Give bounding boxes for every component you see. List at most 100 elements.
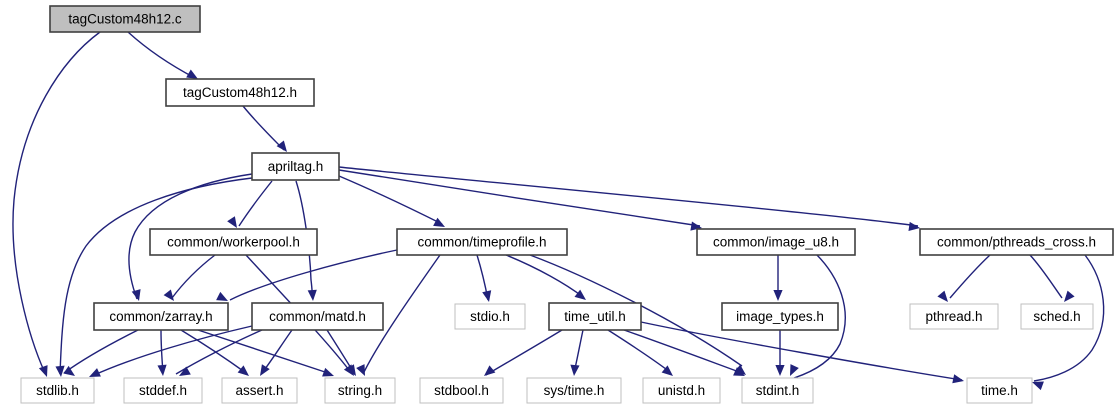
node-string_h[interactable]: string.h bbox=[324, 377, 396, 404]
node-box-stdlib_h[interactable] bbox=[20, 377, 95, 404]
node-label-stdbool_h: stdbool.h bbox=[434, 383, 489, 398]
arrowhead-stdio_h bbox=[482, 290, 492, 302]
node-time_util_h[interactable]: time_util.h bbox=[548, 302, 642, 331]
edge-matd_h-to-assert_h bbox=[261, 329, 293, 374]
edge-apriltag_h-to-pthreads_cross_h bbox=[338, 166, 919, 227]
node-box-matd_h[interactable] bbox=[251, 302, 384, 331]
node-box-stddef_h[interactable] bbox=[123, 377, 203, 404]
node-timeprofile_h[interactable]: common/timeprofile.h bbox=[396, 228, 568, 256]
node-image_u8_h[interactable]: common/image_u8.h bbox=[696, 228, 856, 256]
edge-time_util_h-to-time_h bbox=[640, 321, 963, 381]
node-box-time_h[interactable] bbox=[966, 377, 1033, 404]
node-pthread_h[interactable]: pthread.h bbox=[909, 303, 999, 330]
arrowhead-image_types_h bbox=[773, 290, 783, 301]
node-box-image_types_h[interactable] bbox=[721, 302, 839, 331]
node-box-unistd_h[interactable] bbox=[642, 377, 721, 404]
node-sched_h[interactable]: sched.h bbox=[1020, 303, 1094, 330]
edge-time_util_h-to-stdbool_h bbox=[485, 329, 563, 376]
node-assert_h[interactable]: assert.h bbox=[221, 377, 298, 404]
arrowhead-stdlib_h_c bbox=[63, 365, 75, 376]
arrowhead-zarray_h_b bbox=[163, 289, 174, 301]
node-box-stdint_h[interactable] bbox=[741, 377, 814, 404]
node-stdio_h[interactable]: stdio.h bbox=[454, 303, 526, 330]
node-label-pthreads_cross_h: common/pthreads_cross.h bbox=[937, 235, 1096, 250]
arrowhead-stdlib_h_d bbox=[89, 368, 101, 377]
node-pthreads_cross_h[interactable]: common/pthreads_cross.h bbox=[919, 228, 1114, 256]
node-apriltag_h[interactable]: apriltag.h bbox=[251, 152, 340, 181]
arrowhead-stddef_h_b bbox=[179, 366, 191, 376]
node-label-matd_h: common/matd.h bbox=[269, 309, 366, 324]
arrowhead-stdbool_h bbox=[484, 365, 496, 376]
edge-timeprofile_h-to-zarray_h bbox=[229, 249, 398, 301]
edge-tagCustom48h12_c-to-tagCustom48h12_h bbox=[127, 31, 196, 79]
arrowhead-stdlib_h bbox=[38, 365, 48, 377]
edge-matd_h-to-stddef_h bbox=[175, 329, 263, 375]
node-label-time_h: time.h bbox=[981, 383, 1018, 398]
edge-pthreads_cross_h-to-time_h bbox=[1033, 254, 1105, 382]
node-label-stdlib_h: stdlib.h bbox=[36, 383, 79, 398]
node-zarray_h[interactable]: common/zarray.h bbox=[93, 302, 229, 331]
node-box-pthreads_cross_h[interactable] bbox=[919, 228, 1114, 256]
arrowhead-string_h_d bbox=[346, 364, 356, 376]
arrowhead-stdint_h_d bbox=[775, 365, 785, 376]
edge-image_u8_h-to-stdint_h bbox=[793, 253, 846, 379]
node-image_types_h[interactable]: image_types.h bbox=[721, 302, 839, 331]
node-label-stddef_h: stddef.h bbox=[139, 383, 187, 398]
arrowhead-matd_h_a bbox=[307, 289, 317, 301]
arrowhead-unistd_h bbox=[661, 365, 673, 376]
node-tagCustom48h12_c[interactable]: tagCustom48h12.c bbox=[49, 5, 201, 33]
node-box-sched_h[interactable] bbox=[1020, 303, 1094, 330]
node-label-time_util_h: time_util.h bbox=[564, 309, 626, 324]
arrowheads-layer bbox=[38, 69, 1075, 391]
node-label-stdio_h: stdio.h bbox=[470, 309, 510, 324]
edge-apriltag_h-to-image_u8_h bbox=[338, 169, 701, 227]
edge-pthreads_cross_h-to-pthread_h bbox=[949, 254, 991, 299]
node-box-pthread_h[interactable] bbox=[909, 303, 999, 330]
edge-timeprofile_h-to-stdint_h bbox=[529, 254, 743, 367]
arrowhead-pthreads_cross_h bbox=[908, 221, 920, 232]
node-label-image_types_h: image_types.h bbox=[736, 309, 824, 324]
node-box-stdio_h[interactable] bbox=[454, 303, 526, 330]
node-box-apriltag_h[interactable] bbox=[251, 152, 340, 181]
node-label-image_u8_h: common/image_u8.h bbox=[713, 235, 839, 250]
edge-apriltag_h-to-zarray_h bbox=[128, 173, 253, 300]
edge-apriltag_h-to-timeprofile_h bbox=[338, 175, 443, 225]
node-sys_time_h[interactable]: sys/time.h bbox=[526, 377, 622, 404]
node-box-tagCustom48h12_h[interactable] bbox=[165, 78, 315, 107]
node-label-sched_h: sched.h bbox=[1033, 309, 1080, 324]
node-stdint_h[interactable]: stdint.h bbox=[741, 377, 814, 404]
arrowhead-workerpool_h bbox=[227, 216, 237, 228]
node-label-tagCustom48h12_c: tagCustom48h12.c bbox=[68, 12, 182, 27]
arrowhead-time_util_h bbox=[574, 289, 586, 300]
node-stdlib_h[interactable]: stdlib.h bbox=[20, 377, 95, 404]
node-tagCustom48h12_h[interactable]: tagCustom48h12.h bbox=[165, 78, 315, 107]
node-workerpool_h[interactable]: common/workerpool.h bbox=[149, 228, 318, 256]
node-time_h[interactable]: time.h bbox=[966, 377, 1033, 404]
node-box-string_h[interactable] bbox=[324, 377, 396, 404]
node-stdbool_h[interactable]: stdbool.h bbox=[419, 377, 504, 404]
arrowhead-stdint_h_c bbox=[790, 364, 799, 376]
node-box-timeprofile_h[interactable] bbox=[396, 228, 568, 256]
node-box-sys_time_h[interactable] bbox=[526, 377, 622, 404]
node-unistd_h[interactable]: unistd.h bbox=[642, 377, 721, 404]
node-label-pthread_h: pthread.h bbox=[925, 309, 982, 324]
node-box-time_util_h[interactable] bbox=[548, 302, 642, 331]
edge-pthreads_cross_h-to-sched_h bbox=[1029, 254, 1063, 299]
arrowhead-stdint_h_b bbox=[733, 367, 745, 376]
node-label-stdint_h: stdint.h bbox=[756, 383, 800, 398]
node-box-stdbool_h[interactable] bbox=[419, 377, 504, 404]
node-box-workerpool_h[interactable] bbox=[149, 228, 318, 256]
node-box-tagCustom48h12_c[interactable] bbox=[49, 5, 201, 33]
node-matd_h[interactable]: common/matd.h bbox=[251, 302, 384, 331]
arrowhead-string_h_c bbox=[322, 367, 334, 377]
node-box-assert_h[interactable] bbox=[221, 377, 298, 404]
arrowhead-stdlib_h_b bbox=[55, 365, 65, 377]
edge-tagCustom48h12_h-to-apriltag_h bbox=[242, 105, 285, 151]
node-stddef_h[interactable]: stddef.h bbox=[123, 377, 203, 404]
node-label-zarray_h: common/zarray.h bbox=[109, 309, 212, 324]
node-box-zarray_h[interactable] bbox=[93, 302, 229, 331]
edge-workerpool_h-to-zarray_h bbox=[171, 254, 216, 299]
node-box-image_u8_h[interactable] bbox=[696, 228, 856, 256]
arrowhead-pthread_h bbox=[937, 290, 948, 302]
